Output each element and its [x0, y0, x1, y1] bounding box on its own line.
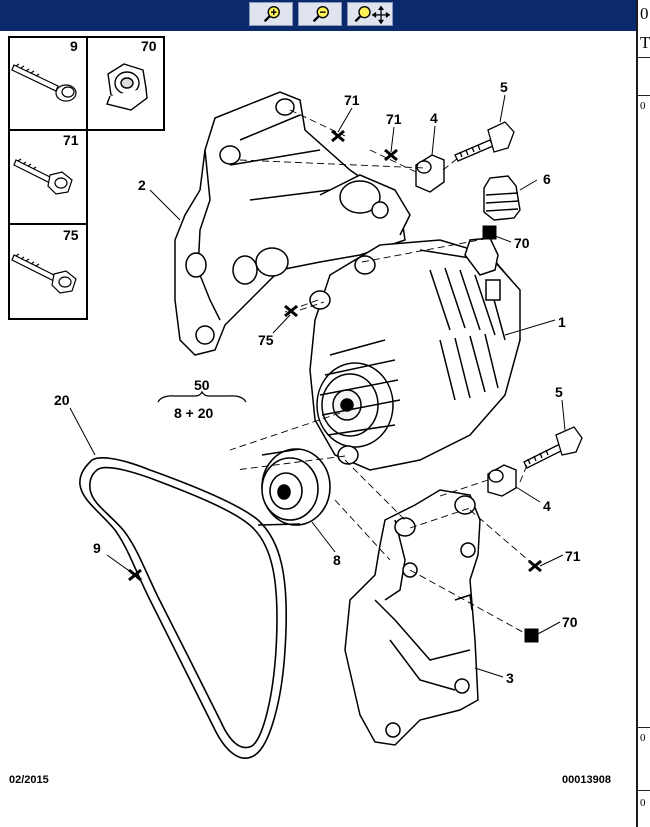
- zoom-pan-button[interactable]: [347, 2, 393, 26]
- frame-divider: [636, 0, 638, 827]
- upper-mounting-bracket: [174, 91, 411, 356]
- callout-75: 75: [258, 332, 274, 348]
- zoom-out-icon: [312, 5, 329, 23]
- legend-ref-70: 70: [141, 38, 157, 54]
- side-panel-divider: [638, 790, 650, 791]
- callout-71: 71: [565, 548, 581, 564]
- bolt-75-drawing: [11, 253, 77, 294]
- zoom-out-button[interactable]: [298, 2, 342, 26]
- bolt-5-top-drawing: [454, 121, 515, 162]
- zoom-pan-icon: [354, 5, 391, 25]
- callout-9: 9: [93, 540, 101, 556]
- assembly-dashed-lines: [229, 109, 536, 637]
- idler-pulley-drawing: [257, 448, 331, 526]
- bolt-71-drawing: [13, 158, 73, 195]
- lower-mounting-bracket: [344, 489, 481, 746]
- callout-4: 4: [543, 498, 551, 514]
- callout-5: 5: [500, 79, 508, 95]
- side-panel-text: 0: [640, 732, 646, 744]
- alternator-drawing: [309, 237, 521, 471]
- zoom-in-icon: [263, 5, 280, 23]
- side-panel: 0 T 0 0 0: [638, 0, 650, 827]
- group-brace: [157, 390, 247, 403]
- legend-ref-71: 71: [63, 132, 79, 148]
- nut-70-drawing: [106, 63, 148, 111]
- side-panel-divider: [638, 95, 650, 96]
- side-panel-text: 0: [640, 797, 646, 809]
- callout-1: 1: [558, 314, 566, 330]
- protective-cap-drawing: [483, 175, 521, 221]
- diagram-reference-code: 00013908: [562, 774, 611, 786]
- callout-70: 70: [562, 614, 578, 630]
- callout-8: 8: [333, 552, 341, 568]
- diagram-toolbar: [0, 0, 636, 31]
- callout-50: 50: [194, 377, 210, 393]
- parts-diagram: 9 70 71 75: [8, 36, 611, 786]
- diagram-date: 02/2015: [9, 774, 49, 786]
- side-panel-text: 0: [640, 100, 646, 112]
- callout-20: 20: [54, 392, 70, 408]
- callout-71: 71: [344, 92, 360, 108]
- side-panel-text: 0: [640, 4, 649, 23]
- callout-5: 5: [555, 384, 563, 400]
- callout-6: 6: [543, 171, 551, 187]
- spacer-sleeve-bottom: [487, 464, 517, 497]
- side-panel-divider: [638, 727, 650, 728]
- bolt-5-bottom-drawing: [523, 426, 583, 469]
- callout-2: 2: [138, 177, 146, 193]
- bolt-9-drawing: [11, 63, 77, 102]
- callout-4: 4: [430, 110, 438, 126]
- callout-70: 70: [514, 235, 530, 251]
- legend-ref-9: 9: [70, 38, 78, 54]
- side-panel-divider: [638, 57, 650, 58]
- fastener-position-markers: [128, 129, 542, 643]
- callout-71: 71: [386, 111, 402, 127]
- fastener-legend: [8, 36, 165, 320]
- side-panel-text: T: [640, 33, 650, 52]
- spacer-sleeve-top: [415, 154, 445, 193]
- legend-ref-75: 75: [63, 227, 79, 243]
- accessory-drive-belt: [79, 457, 288, 759]
- zoom-in-button[interactable]: [249, 2, 293, 26]
- callout-8-plus-20: 8 + 20: [174, 405, 214, 421]
- callout-3: 3: [506, 670, 514, 686]
